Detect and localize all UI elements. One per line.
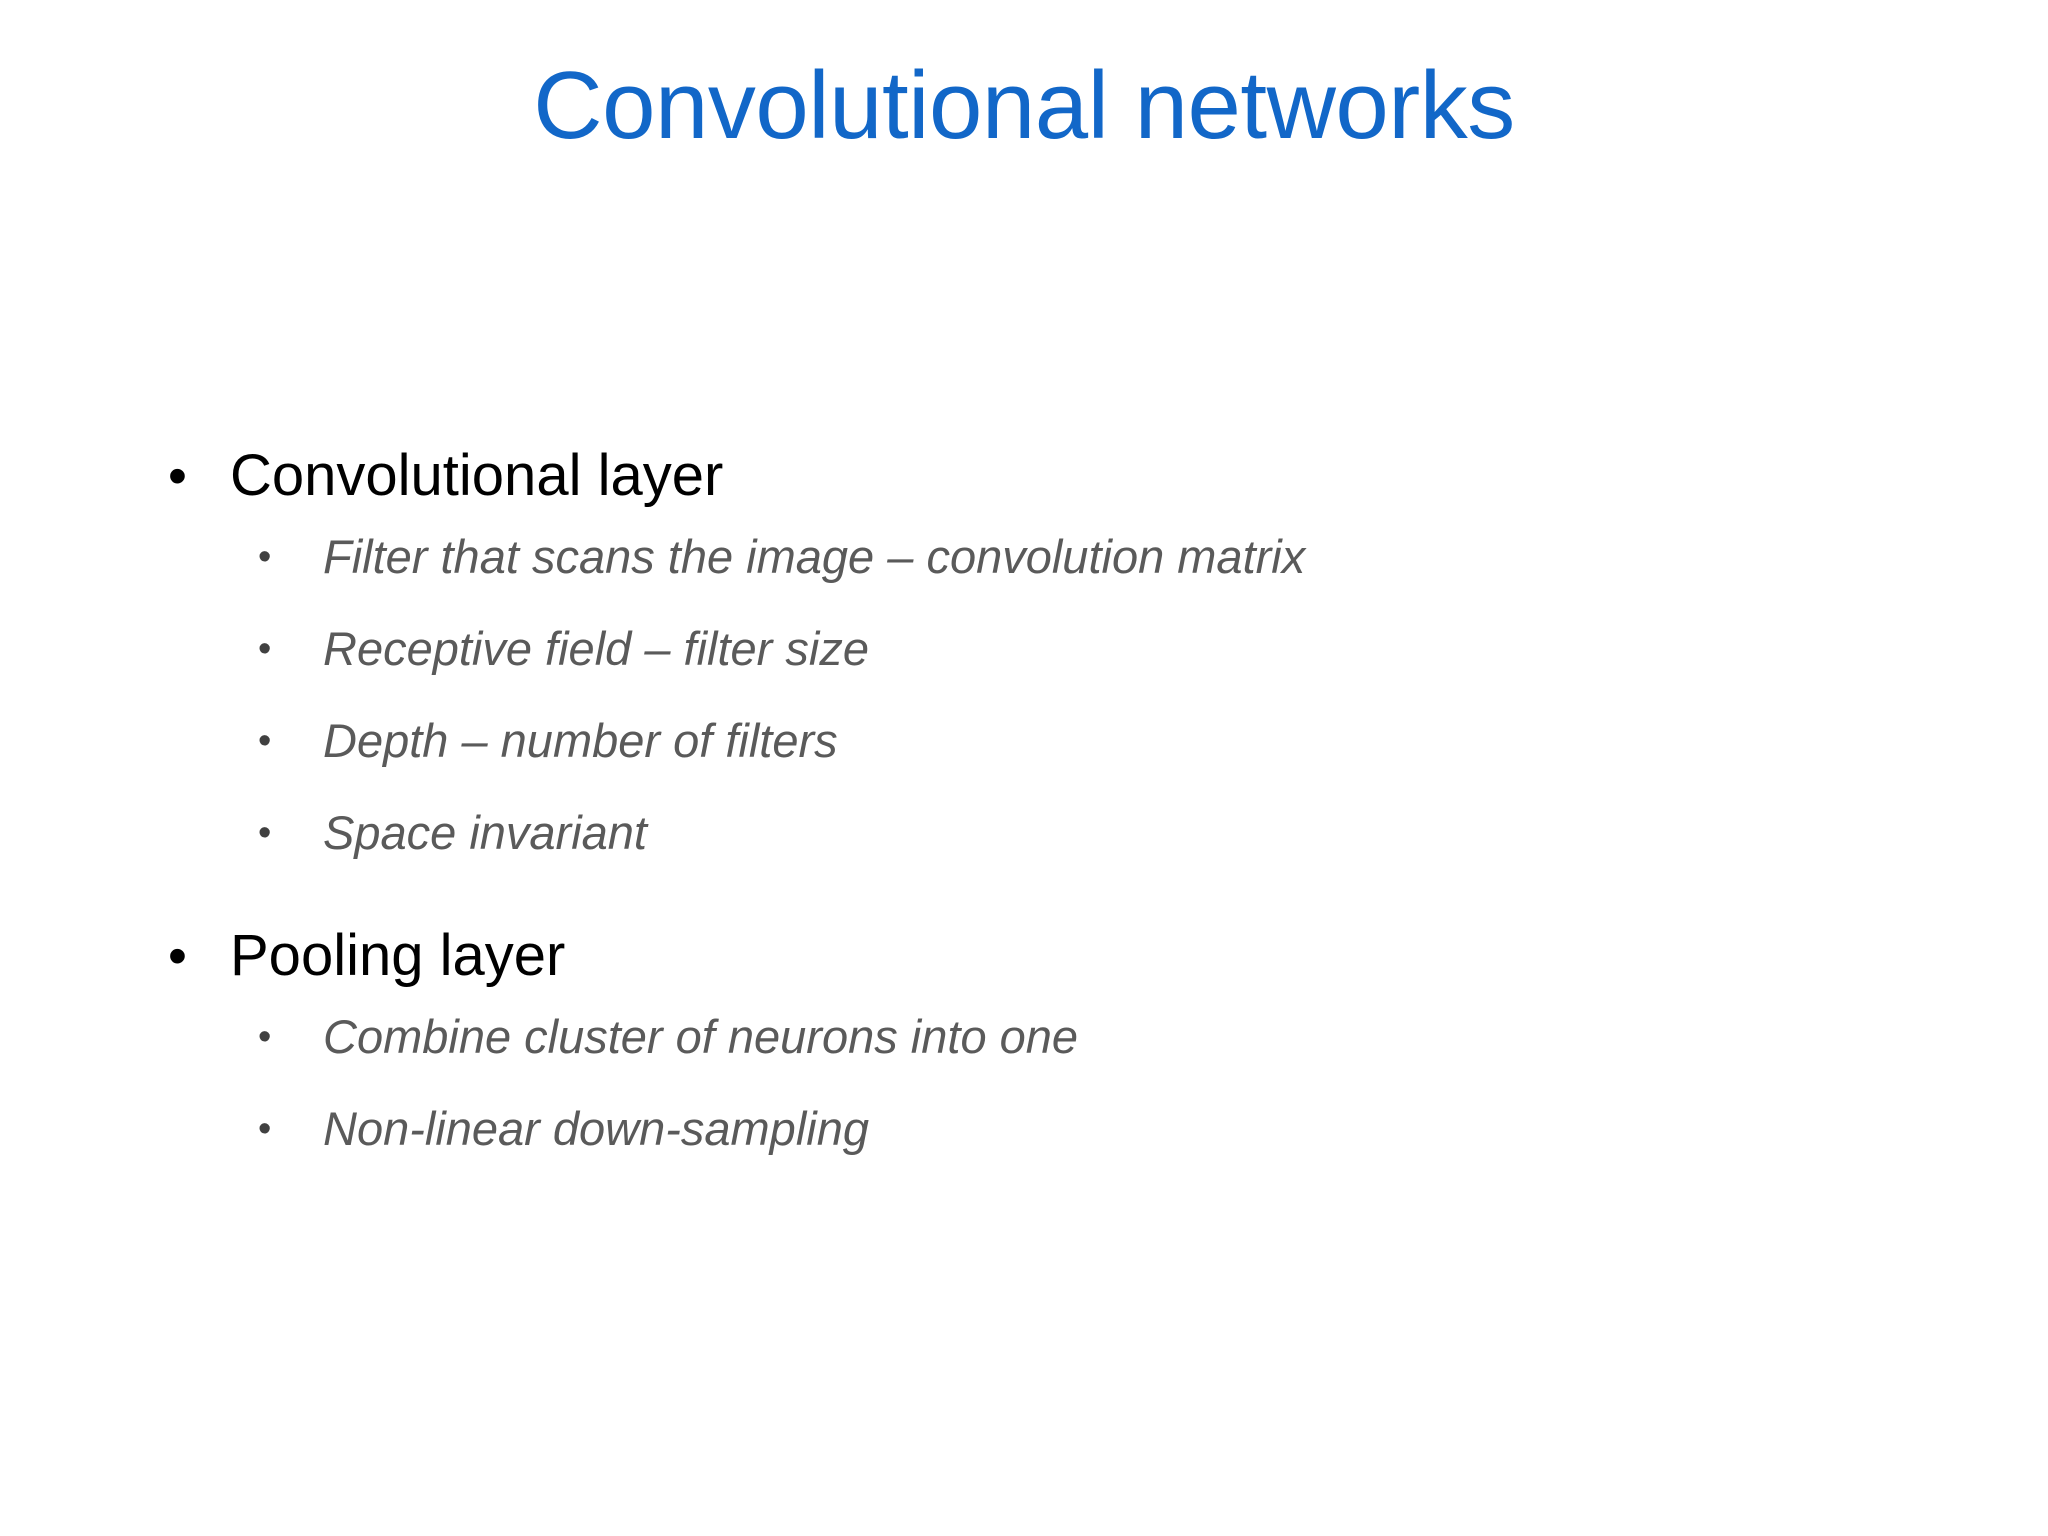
bullet-item-level2: • Receptive field – filter size	[0, 618, 2048, 680]
slide-title: Convolutional networks	[533, 52, 1515, 159]
bullet-item-level1: • Pooling layer	[0, 920, 2048, 992]
bullet-dot-icon: •	[258, 720, 272, 762]
outline-group-spacer	[0, 894, 2048, 920]
bullet-dot-icon: •	[258, 536, 272, 578]
bullet-label-filter-scans-image: Filter that scans the image – convolutio…	[323, 530, 1306, 583]
bullet-label-convolutional-layer: Convolutional layer	[230, 443, 724, 508]
bullet-dot-icon: •	[258, 1016, 272, 1058]
bullet-label-receptive-field: Receptive field – filter size	[323, 622, 869, 675]
bullet-label-depth-number-of-filters: Depth – number of filters	[323, 714, 838, 767]
bullet-dot-icon: •	[258, 1108, 272, 1150]
bullet-label-combine-cluster-of-neurons: Combine cluster of neurons into one	[323, 1010, 1079, 1063]
bullet-item-level2: • Filter that scans the image – convolut…	[0, 526, 2048, 588]
bullet-dot-icon: •	[258, 628, 272, 670]
bullet-dot-icon: •	[258, 812, 272, 854]
bullet-dot-icon: •	[168, 926, 187, 986]
bullet-item-level2: • Space invariant	[0, 802, 2048, 864]
bullet-label-pooling-layer: Pooling layer	[230, 923, 566, 988]
bullet-label-non-linear-down-sampling: Non-linear down-sampling	[323, 1102, 869, 1155]
bullet-item-level2: • Depth – number of filters	[0, 710, 2048, 772]
bullet-item-level2: • Non-linear down-sampling	[0, 1098, 2048, 1160]
slide-body-outline: • Convolutional layer • Filter that scan…	[0, 440, 2048, 1190]
bullet-item-level1: • Convolutional layer	[0, 440, 2048, 512]
bullet-item-level2: • Combine cluster of neurons into one	[0, 1006, 2048, 1068]
bullet-label-space-invariant: Space invariant	[323, 806, 647, 859]
bullet-dot-icon: •	[168, 446, 187, 506]
